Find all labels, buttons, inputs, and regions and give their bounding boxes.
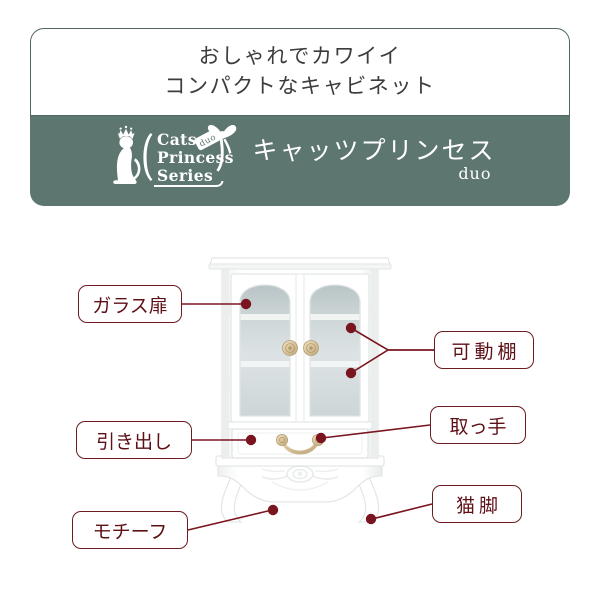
glass-doors [227,273,373,423]
cabinet-left-side [222,268,229,458]
shelf-right-upper [310,314,360,320]
brand-banner: Cats Princess Series duo [30,116,570,206]
hinge-right-upper [369,302,373,315]
header-tagline-line1: おしゃれでカワイイ [198,44,402,69]
cabinet-apron [217,457,383,503]
cabinet-right-side [371,268,378,458]
leader-lines [182,303,434,531]
header-tagline-line2: コンパクトなキャビネット [164,74,436,98]
brand-name-block: キャッツプリンセス duo [252,138,495,182]
hinge-left-upper [227,302,231,315]
leader-shelf-lower [350,349,434,374]
leader-handle [321,424,431,439]
leader-cat-legs [371,503,433,520]
cats-princess-logo-icon: Cats Princess Series duo [113,124,237,187]
callout-cat-legs[interactable]: 猫脚 [432,485,522,523]
door-knob-left [282,340,298,356]
shelf-left-upper [240,314,290,320]
shelf-right-lower [310,361,360,367]
cabinet-top-edge [208,263,392,270]
dot-cat-legs [365,513,377,525]
svg-text:Series: Series [157,166,213,185]
brand-name-jp: キャッツプリンセス [252,136,496,165]
dot-handle [315,432,327,444]
svg-text:Princess: Princess [157,148,234,167]
svg-text:Cats: Cats [157,130,197,149]
brand-variant-duo: duo [458,164,492,183]
shelf-left-lower [240,361,290,367]
dot-motif [267,504,279,516]
callout-motif[interactable]: モチーフ [72,511,188,549]
leader-motif [187,509,273,531]
marker-dots [240,298,377,525]
carved-rose-motif-icon [261,465,339,491]
dot-shelf-lower [345,367,357,379]
hinge-right-lower [369,378,373,391]
brand-banner-content: Cats Princess Series duo [104,123,495,197]
product-illustration-area [0,230,600,580]
callout-drawer[interactable]: 引き出し [76,421,192,459]
callout-glass-door[interactable]: ガラス扉 [78,285,182,323]
header-card: おしゃれでカワイイ コンパクトなキャビネット [30,28,570,116]
cabinet-mid-rail [227,421,373,430]
dot-glass-door [240,298,252,310]
cabinet-illustration [182,257,434,531]
hinge-left-lower [227,378,231,391]
dot-drawer [245,434,257,446]
callout-adjustable-shelf[interactable]: 可動棚 [434,331,534,369]
cabinet-body [208,257,392,523]
door-knob-right [303,340,319,356]
callout-handle[interactable]: 取っ手 [430,406,526,444]
dot-shelf-upper [345,322,357,334]
